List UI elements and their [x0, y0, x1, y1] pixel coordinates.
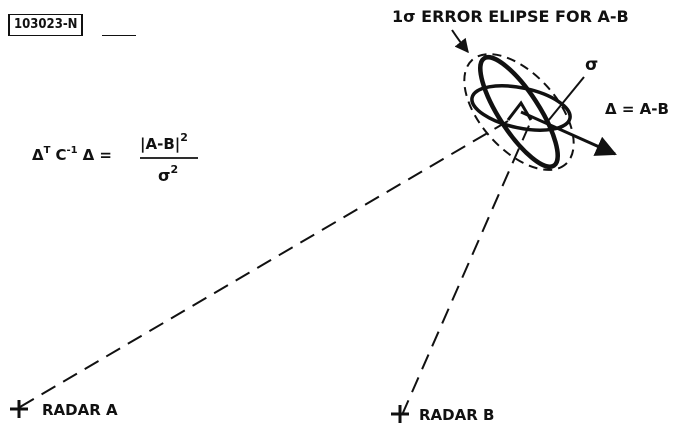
- radar-b-line-of-sight: [401, 120, 532, 416]
- delta-vector-arrow: [520, 110, 617, 156]
- radar-a-line-of-sight: [19, 120, 509, 408]
- figure-id-label: 103023-N: [8, 14, 84, 36]
- equation-denominator: σ2: [158, 163, 178, 185]
- radar-a-cross-icon: [10, 400, 28, 418]
- delta-definition-label: Δ = A-B: [605, 100, 669, 118]
- equation-numerator: |A-B|2: [140, 131, 188, 154]
- radar-b-label: RADAR B: [419, 406, 494, 424]
- error-ellipse-flat: [470, 84, 572, 132]
- error-ellipse-dashed: [463, 53, 575, 171]
- sigma-leader-line: [547, 76, 585, 122]
- figure-id-rule: [102, 35, 136, 36]
- title-leader-arrow: [451, 29, 469, 54]
- title-label: 1σ ERROR ELIPSE FOR A-B: [392, 7, 629, 26]
- radar-a-label: RADAR A: [42, 401, 118, 419]
- radar-b-cross-icon: [391, 405, 409, 423]
- sigma-label: σ: [585, 55, 598, 75]
- apex-marker: [506, 100, 533, 121]
